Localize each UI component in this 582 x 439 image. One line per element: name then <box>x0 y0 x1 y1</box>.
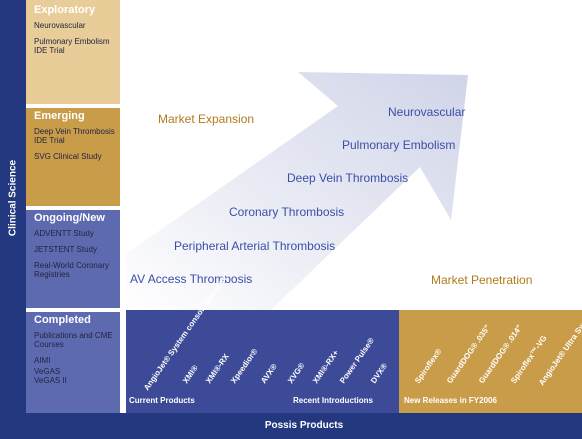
segment-item: Pulmonary Embolism IDE Trial <box>34 37 110 55</box>
divider <box>26 104 120 108</box>
growth-arrow-svg <box>126 72 468 310</box>
segment-item: ADVENTT Study <box>34 229 94 238</box>
market-penetration-label: Market Penetration <box>431 273 533 287</box>
product-label: Spiroflex® <box>413 347 444 386</box>
segment-completed: Completed Publications and CME Courses A… <box>26 310 120 413</box>
segment-ongoing-new: Ongoing/New ADVENTT Study JETSTENT Study… <box>26 208 120 310</box>
segment-item: Publications and CME Courses <box>34 331 113 349</box>
indication-label: Peripheral Arterial Thrombosis <box>174 239 336 253</box>
segment-item: VeGAS II <box>34 376 67 385</box>
segment-heading: Ongoing/New <box>34 212 105 224</box>
divider <box>26 206 120 210</box>
segment-item: SVG Clinical Study <box>34 152 102 161</box>
new-releases-panel: Spiroflex® GuardDOG® .035" GuardDOG® .01… <box>399 307 582 413</box>
segment-item: Neurovascular <box>34 21 86 30</box>
product-label: DVX® <box>369 361 390 386</box>
segment-item: AIMI <box>34 356 51 365</box>
current-products-panel: AngioJet® System console/pump set XMI® X… <box>126 271 399 413</box>
product-label: Xpeedior® <box>229 347 260 386</box>
segment-item: Real-World Coronary Registries <box>34 261 109 279</box>
divider <box>120 0 126 413</box>
segment-heading: Emerging <box>34 110 85 122</box>
indication-label: Neurovascular <box>388 105 466 119</box>
indication-label: AV Access Thrombosis <box>130 272 253 286</box>
possis-products-label: Possis Products <box>264 420 344 431</box>
current-products-caption: Current Products <box>129 396 195 405</box>
clinical-science-bar: Clinical Science <box>0 0 26 439</box>
product-label: XMI®-RX <box>204 352 231 386</box>
product-label: XVG® <box>286 361 307 386</box>
clinical-science-label: Clinical Science <box>7 159 19 237</box>
product-label: XMI®-RX+ <box>311 348 341 386</box>
recent-introductions-caption: Recent Introductions <box>293 396 374 405</box>
product-label: XMI® <box>181 363 200 386</box>
growth-arrow <box>126 72 468 310</box>
product-label: AVX® <box>259 362 279 386</box>
market-expansion-label: Market Expansion <box>158 112 255 126</box>
indication-label: Coronary Thrombosis <box>229 205 345 219</box>
segment-heading: Exploratory <box>34 4 96 16</box>
product-label: AngioJet® Ultra System <box>537 307 582 388</box>
segment-item: JETSTENT Study <box>34 245 97 254</box>
indication-label: Pulmonary Embolism <box>342 138 456 152</box>
segment-emerging: Emerging Deep Vein Thrombosis IDE Trial … <box>26 106 120 208</box>
segment-item: VeGAS <box>34 367 61 376</box>
market-diagram: Market Expansion Market Penetration Neur… <box>126 0 582 310</box>
possis-products-bar: Possis Products <box>26 413 582 439</box>
segment-heading: Completed <box>34 314 91 326</box>
indication-label: Deep Vein Thrombosis <box>287 171 409 185</box>
segment-item: Deep Vein Thrombosis IDE Trial <box>34 127 115 145</box>
segment-exploratory: Exploratory Neurovascular Pulmonary Embo… <box>26 0 120 106</box>
new-releases-caption: New Releases in FY2006 <box>404 396 497 405</box>
